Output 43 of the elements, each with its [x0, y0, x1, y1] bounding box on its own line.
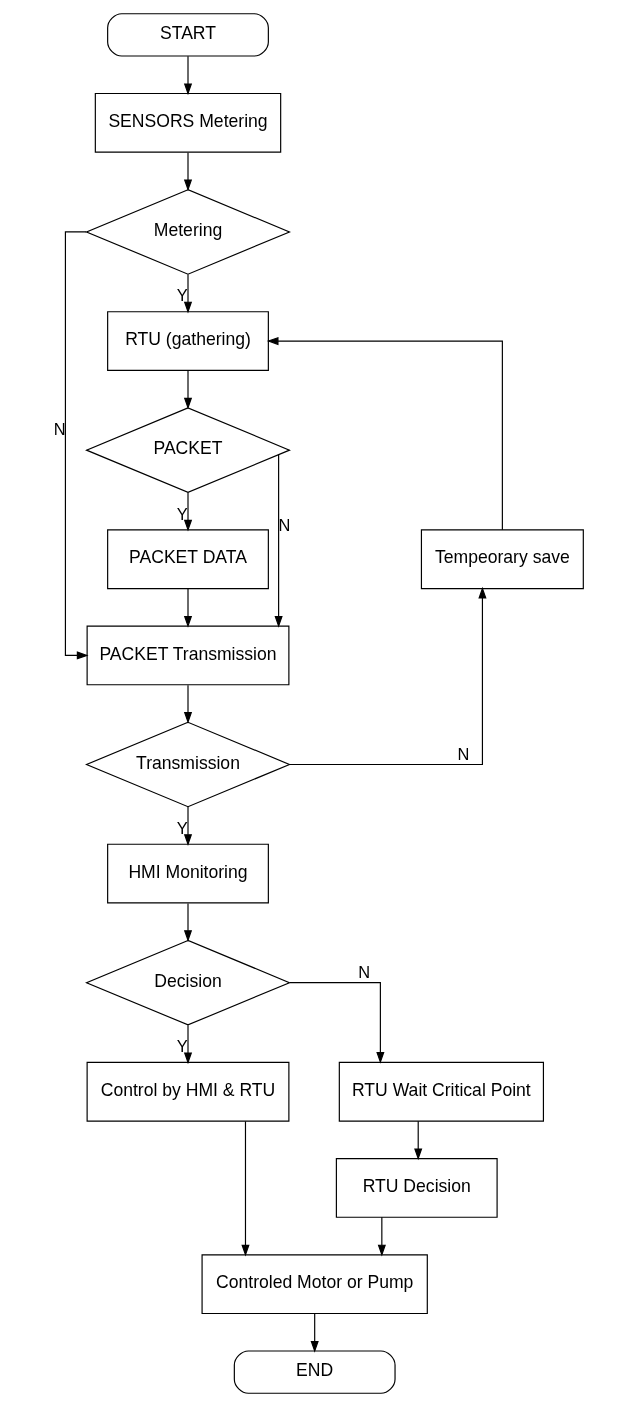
- node-box: Controled Motor or Pump: [201, 1254, 428, 1315]
- edge-label: N: [357, 963, 370, 982]
- node-box: HMI Monitoring: [106, 843, 269, 904]
- edge-label: N: [278, 516, 290, 535]
- arrow: [413, 1120, 422, 1161]
- node-box: PACKET DATA: [106, 529, 269, 590]
- node-box: Control by HMI & RTU: [86, 1061, 289, 1122]
- arrow: [377, 1216, 386, 1257]
- node-box: PACKET Transmission: [86, 625, 289, 686]
- arrow: [64, 231, 89, 660]
- node-box: END: [233, 1350, 396, 1394]
- arrow: [266, 336, 503, 531]
- edge-label: Y: [176, 504, 188, 523]
- edge-label: N: [457, 745, 469, 764]
- node-box: START: [106, 13, 269, 57]
- edge-label: Y: [176, 819, 188, 838]
- arrow: [183, 1024, 192, 1065]
- node-diamond: Transmission: [84, 721, 291, 808]
- arrow: [183, 370, 192, 410]
- arrow: [288, 586, 487, 766]
- node-diamond: Metering: [84, 189, 291, 275]
- arrow: [183, 902, 192, 942]
- arrow: [240, 1120, 250, 1257]
- node-box: RTU (gathering): [106, 311, 269, 371]
- edge-label: Y: [176, 286, 188, 305]
- node-diamond: Decision: [84, 939, 291, 1026]
- edge-label: Y: [176, 1037, 188, 1056]
- arrow: [183, 806, 192, 846]
- arrow: [274, 454, 283, 628]
- arrow: [288, 982, 384, 1064]
- node-diamond: PACKET: [84, 407, 291, 493]
- arrow: [310, 1313, 319, 1353]
- arrow: [183, 152, 192, 192]
- node-box: SENSORS Metering: [94, 92, 281, 153]
- node-box: RTU Decision: [335, 1158, 498, 1218]
- arrow: [183, 588, 192, 628]
- arrow: [183, 492, 192, 532]
- arrow: [183, 273, 192, 314]
- arrow: [183, 684, 192, 724]
- node-box: RTU Wait Critical Point: [338, 1061, 544, 1122]
- arrow: [183, 55, 192, 96]
- edge-label: N: [53, 419, 65, 438]
- node-box: Tempeorary save: [420, 529, 584, 590]
